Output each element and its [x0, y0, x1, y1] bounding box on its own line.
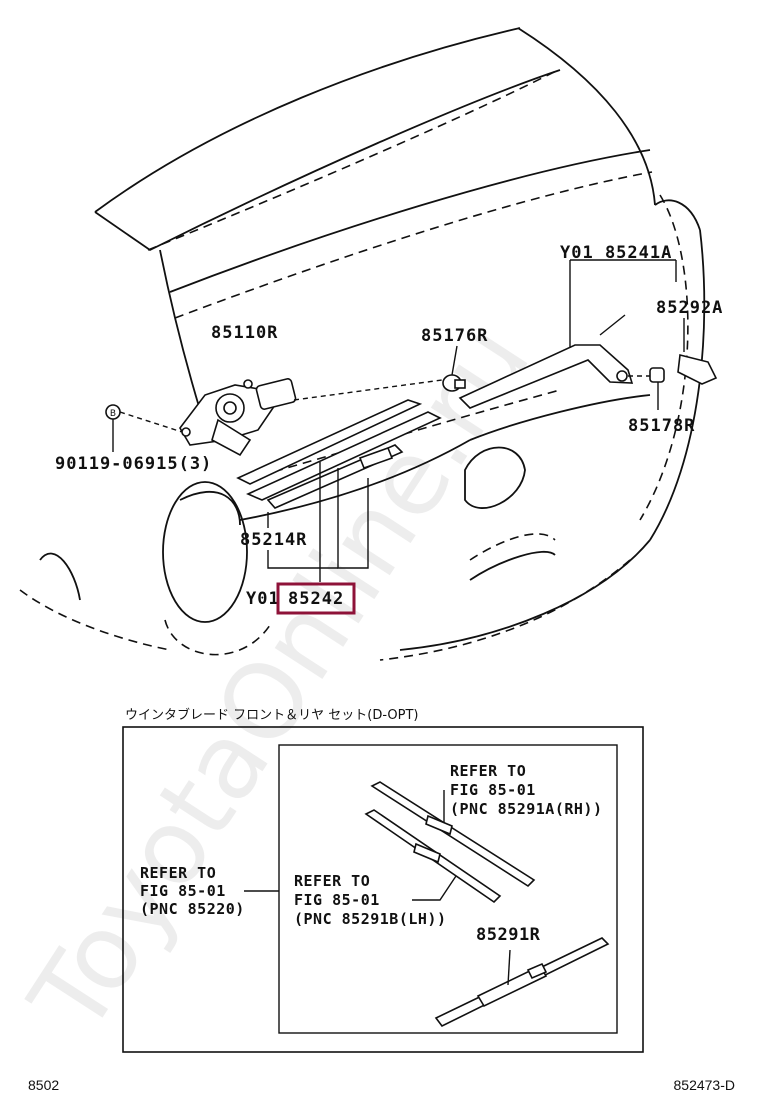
- lh-ref-line-2: FIG 85-01: [294, 891, 380, 909]
- grommet-leader: [451, 345, 458, 376]
- set-box-outer: [122, 726, 644, 1053]
- label-bolt: 90119-06915(3): [55, 454, 212, 474]
- label-nut: 85178R: [628, 416, 695, 436]
- left-ref-line-3: (PNC 85220): [140, 900, 245, 918]
- wiper-arm-part: [458, 344, 634, 409]
- rh-ref-line-2: FIG 85-01: [450, 781, 536, 799]
- arm-tick: [599, 314, 626, 336]
- rh-ref-line-3: (PNC 85291A(RH)): [450, 800, 603, 818]
- label-rear-blade: 85291R: [476, 925, 541, 945]
- lh-ref-line-3: (PNC 85291B(LH)): [294, 910, 447, 928]
- set-box-caption: ウインタブレード フロント＆リヤ セット(D-OPT): [125, 707, 418, 723]
- lh-ref-line-1: REFER TO: [294, 872, 370, 890]
- cap-part: [677, 354, 718, 385]
- bolt-marker-letter: B: [110, 409, 116, 419]
- rear-blade-leader: [507, 949, 511, 986]
- grommet-part: [442, 374, 466, 392]
- label-motor: 85110R: [211, 323, 278, 343]
- highlight-box: [276, 582, 356, 615]
- label-cap: 85292A: [656, 298, 723, 318]
- set-box-inner: [278, 744, 618, 1034]
- footer-right: 852473-D: [674, 1077, 736, 1093]
- wiper-blade-part: [236, 399, 442, 509]
- front-blade-rh: [370, 781, 536, 888]
- vehicle-body-outline: [19, 27, 706, 661]
- wiper-motor-part: [179, 378, 297, 457]
- rear-blade-part: [434, 937, 610, 1028]
- left-ref-line-2: FIG 85-01: [140, 882, 226, 900]
- label-arm: Y01 85241A: [560, 243, 672, 263]
- label-grommet: 85176R: [421, 326, 488, 346]
- label-blade-highlighted[interactable]: 85242: [288, 589, 344, 609]
- label-blade-rubber: 85214R: [240, 530, 307, 550]
- arm-bracket: [569, 259, 677, 348]
- bolt-leader: [119, 411, 183, 433]
- blade-leader-b: [337, 468, 369, 569]
- footer-left: 8502: [28, 1077, 59, 1093]
- rh-ref-line-1: REFER TO: [450, 762, 526, 780]
- watermark: ToyotaOnline.ru: [6, 303, 553, 1055]
- left-ref-line-1: REFER TO: [140, 864, 216, 882]
- label-blade-prefix: Y01: [246, 589, 280, 609]
- front-blade-lh: [364, 809, 502, 904]
- left-ref: REFER TO FIG 85-01 (PNC 85220): [140, 864, 245, 918]
- lh-ref: REFER TO FIG 85-01 (PNC 85291B(LH)): [294, 872, 447, 928]
- shaft-line: [293, 379, 443, 401]
- lh-ref-leader: [412, 875, 457, 901]
- rh-ref: REFER TO FIG 85-01 (PNC 85291A(RH)): [450, 762, 603, 818]
- rubber-bracket: [267, 520, 338, 569]
- nut-part: [649, 367, 665, 383]
